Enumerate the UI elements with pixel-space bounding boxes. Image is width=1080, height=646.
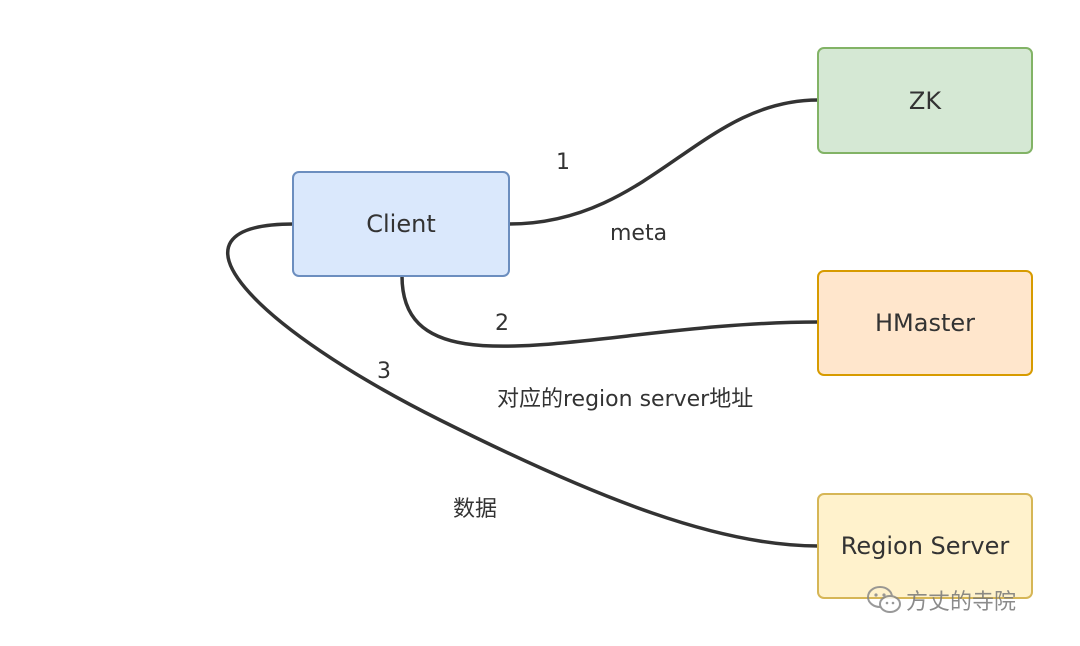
node-zk: ZK [817,47,1033,154]
node-client-label: Client [366,210,436,238]
node-region-server: Region Server [817,493,1033,599]
wechat-icon [867,586,901,613]
edge-label-data: 数据 [453,497,498,522]
node-hmaster: HMaster [817,270,1033,376]
edge-label-step-2: 2 [495,311,509,336]
node-client: Client [292,171,510,277]
edge-client-hmaster [400,275,819,348]
edge-label-step-3: 3 [377,359,391,384]
node-region-server-label: Region Server [840,532,1010,560]
edge-label-step-1: 1 [556,150,570,175]
watermark: 方丈的寺院 [866,584,1016,616]
watermark-text: 方丈的寺院 [906,590,1017,615]
edge-client-zk [508,98,819,226]
edge-client-region-server [226,222,819,548]
node-zk-label: ZK [908,86,942,115]
edge-label-meta: meta [610,221,668,246]
edge-label-region-server-address: 对应的region server地址 [497,387,754,412]
node-hmaster-label: HMaster [874,309,975,337]
